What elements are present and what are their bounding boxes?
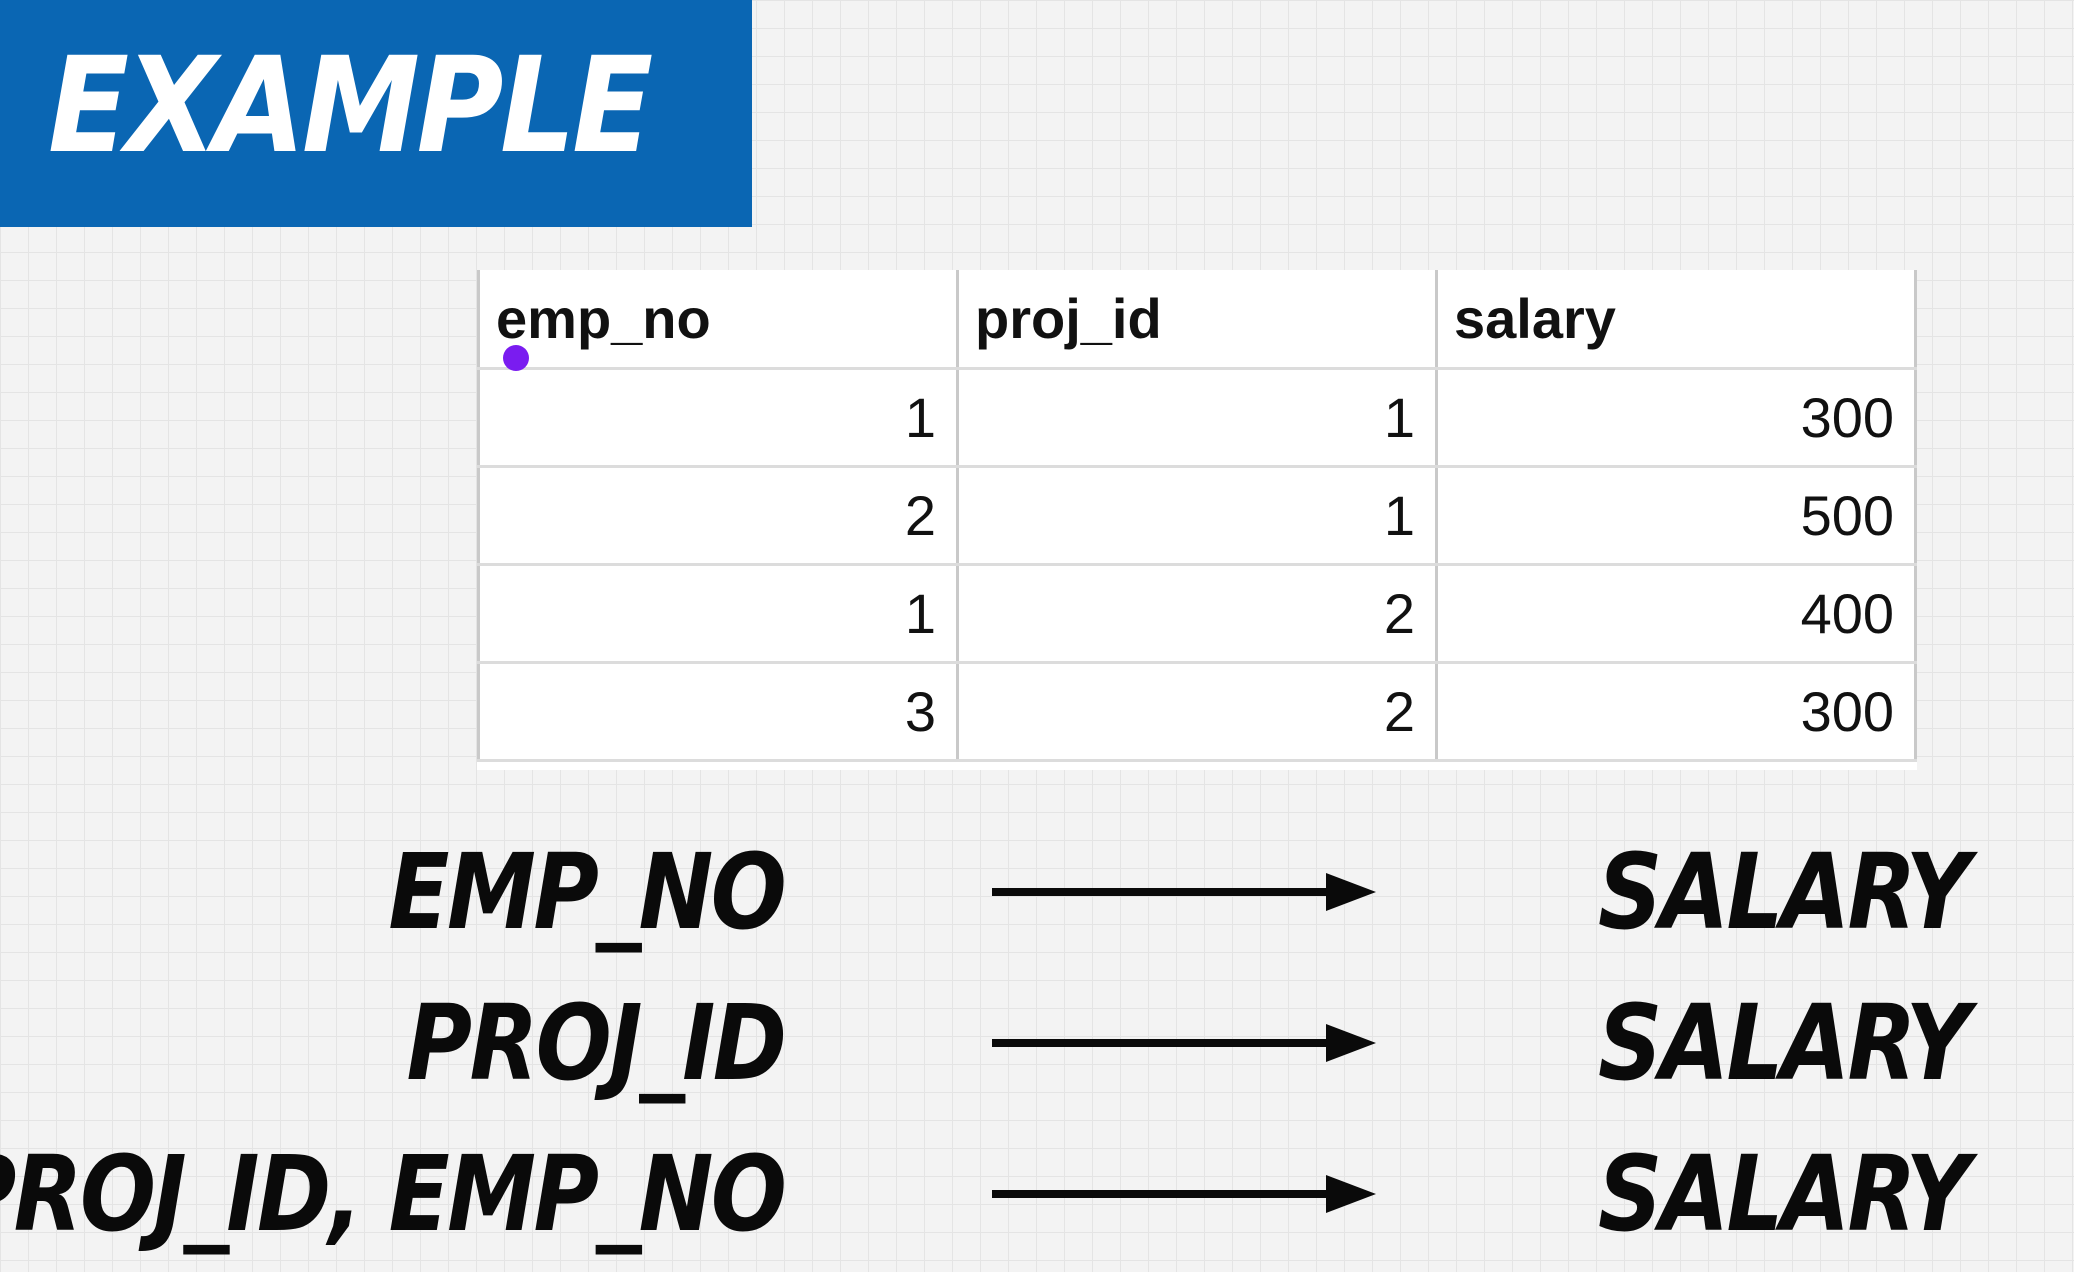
table-cell[interactable]: 300: [1435, 662, 1917, 762]
table-cell[interactable]: 2: [477, 466, 959, 566]
header-row: emp_no proj_id salary: [477, 270, 1917, 370]
right-arrow-icon: [992, 1024, 1376, 1062]
spreadsheet-table: emp_no proj_id salary 1 1 300 2 1 500 1 …: [477, 270, 1917, 770]
table-cell[interactable]: 2: [956, 662, 1438, 762]
table-cell[interactable]: 300: [1435, 368, 1917, 468]
dependency-determinant: PROJ_ID, EMP_NO: [0, 1133, 787, 1255]
right-arrow-icon: [992, 873, 1376, 911]
table-cell[interactable]: 1: [956, 466, 1438, 566]
table-cell[interactable]: 1: [477, 564, 959, 664]
table-cell[interactable]: 2: [956, 564, 1438, 664]
dependency-determinant: PROJ_ID: [406, 982, 786, 1104]
banner-title: EXAMPLE: [48, 29, 653, 183]
table-row: 3 2 300: [477, 662, 1917, 762]
table-row: 1 1 300: [477, 368, 1917, 468]
title-banner: EXAMPLE: [0, 0, 752, 227]
table-cell[interactable]: 1: [956, 368, 1438, 468]
table-row: 1 2 400: [477, 564, 1917, 664]
right-arrow-icon: [992, 1175, 1376, 1213]
dependency-determinant: EMP_NO: [388, 831, 786, 953]
column-header-proj-id[interactable]: proj_id: [956, 270, 1438, 370]
dependency-row: PROJ_ID, EMP_NO SALARY: [0, 1124, 2074, 1264]
column-header-salary[interactable]: salary: [1435, 270, 1917, 370]
dependency-row: EMP_NO SALARY: [0, 822, 2074, 962]
table-row: 2 1 500: [477, 466, 1917, 566]
dependency-dependent: SALARY: [1598, 982, 1970, 1104]
table-cell[interactable]: 500: [1435, 466, 1917, 566]
column-header-emp-no[interactable]: emp_no: [477, 270, 959, 370]
table-cell[interactable]: 400: [1435, 564, 1917, 664]
table-cell[interactable]: 3: [477, 662, 959, 762]
dependency-row: PROJ_ID SALARY: [0, 973, 2074, 1113]
dependency-dependent: SALARY: [1598, 1133, 1970, 1255]
data-grid: emp_no proj_id salary 1 1 300 2 1 500 1 …: [477, 270, 1917, 762]
cursor-dot-icon: [503, 345, 529, 371]
dependency-dependent: SALARY: [1598, 831, 1970, 953]
table-cell[interactable]: 1: [477, 368, 959, 468]
